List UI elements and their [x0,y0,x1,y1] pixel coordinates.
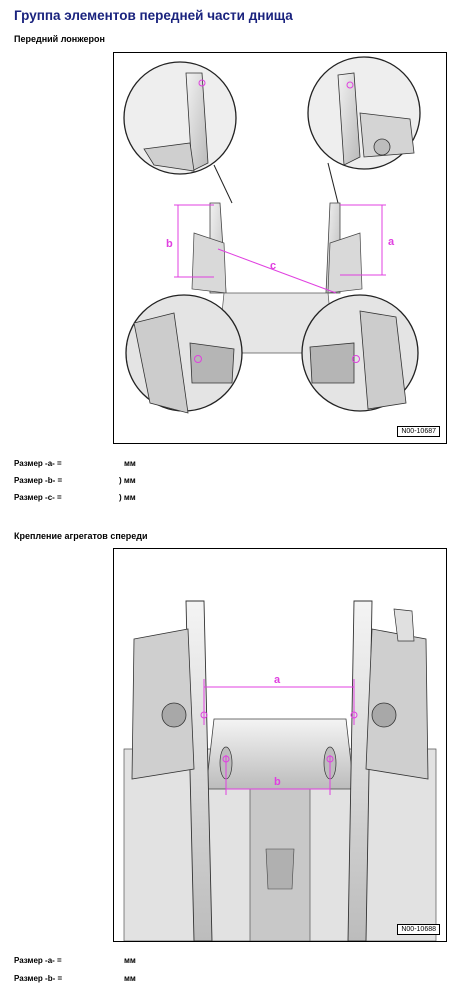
front-rail-illustration: b a c [123,56,421,414]
dimension-b-value: мм [124,974,136,983]
dimension-c-value: ) мм [119,493,136,502]
dim-label-b: b [166,238,173,250]
figure-front-rail: b a c N00-10687 [113,52,447,444]
figure-number: N00-10688 [397,924,440,935]
dimension-a-label: Размер -a- = [14,459,62,468]
section-heading-front-rail: Передний лонжерон [14,34,105,44]
page-title: Группа элементов передней части днища [14,8,293,23]
dimension-a-value: мм [124,459,136,468]
dimension-b-label: Размер -b- = [14,974,63,983]
dim-label-c: c [270,260,276,272]
dimension-b-label: Размер -b- = [14,476,63,485]
dimension-b-value: ) мм [119,476,136,485]
dimension-a-label: Размер -a- = [14,956,62,965]
dim-label-a: a [388,236,395,248]
dimension-a-value: мм [124,956,136,965]
dimension-c-label: Размер -c- = [14,493,62,502]
section-heading-engine-mounts: Крепление агрегатов спереди [14,531,148,541]
figure-number: N00-10687 [397,426,440,437]
dim-label-b: b [274,776,281,788]
dim-label-a: a [274,674,281,686]
engine-mounts-illustration: a b [123,600,437,941]
figure-engine-mounts: a b N00-10688 [113,548,447,942]
